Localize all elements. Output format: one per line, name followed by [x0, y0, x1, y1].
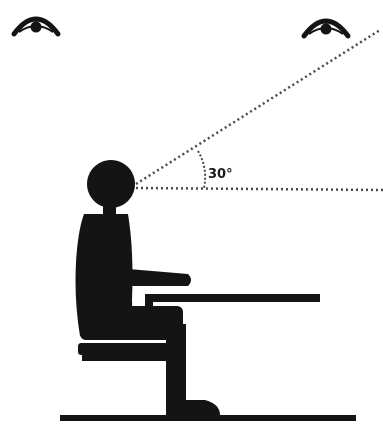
angle-arc	[198, 151, 205, 188]
angle-label: 30°	[208, 167, 233, 182]
floor-line	[60, 415, 356, 421]
eye-icon	[14, 19, 58, 34]
chair	[78, 343, 172, 361]
horizontal-sight-line	[136, 188, 383, 190]
eye-icon	[304, 21, 348, 36]
upward-sight-line	[136, 30, 380, 184]
seated-person	[76, 160, 221, 415]
